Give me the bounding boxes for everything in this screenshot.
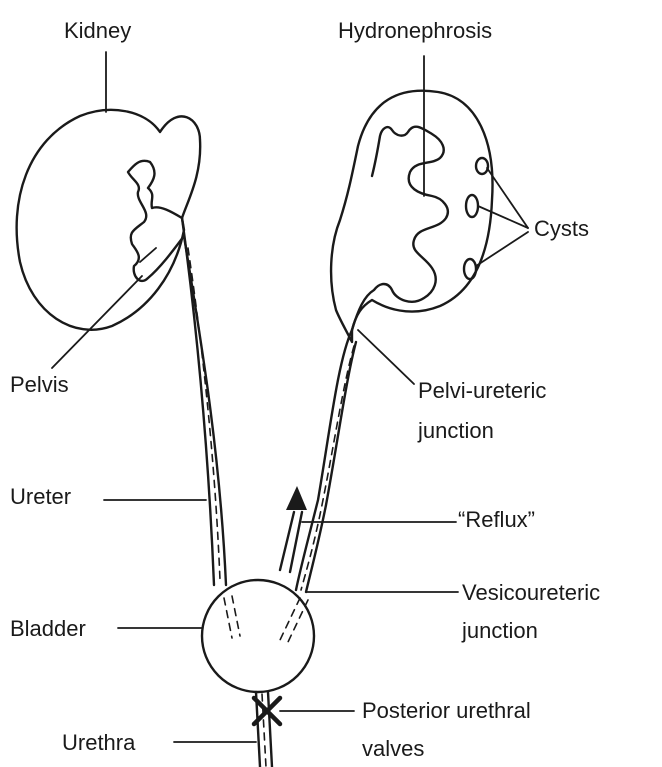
bladder-left-intramural-b — [232, 596, 240, 636]
urethra-right-wall — [268, 692, 272, 767]
label-cysts: Cysts — [534, 216, 589, 241]
label-pelvis: Pelvis — [10, 372, 69, 397]
cyst-middle — [466, 195, 478, 217]
right-ureter-lumen — [301, 346, 354, 590]
bladder-right-intramural-b — [288, 600, 308, 642]
label-puv-line2: valves — [362, 736, 424, 761]
left-kidney — [17, 110, 201, 330]
bladder-right-intramural-a — [280, 598, 300, 640]
left-pelvis-cleft — [140, 248, 156, 262]
bladder — [202, 580, 314, 692]
label-ureter: Ureter — [10, 484, 71, 509]
label-kidney: Kidney — [64, 18, 131, 43]
label-pui-line1: Pelvi-ureteric — [418, 378, 546, 403]
right-ureter-outer — [296, 330, 352, 590]
label-vuj-line1: Vesicoureteric — [462, 580, 600, 605]
pui-leader — [358, 330, 414, 384]
pelvis-leader — [52, 276, 142, 368]
label-pui-line2: junction — [417, 418, 494, 443]
dilated-renal-pelvis — [352, 127, 448, 330]
cyst-upper — [476, 158, 488, 174]
label-reflux: “Reflux” — [458, 507, 535, 532]
cyst-lower — [464, 259, 476, 279]
reflux-arrow-head — [286, 486, 307, 510]
label-bladder: Bladder — [10, 616, 86, 641]
right-ureter-inner — [306, 342, 356, 592]
left-renal-pelvis — [128, 161, 184, 281]
label-hydronephrosis: Hydronephrosis — [338, 18, 492, 43]
label-vuj-line2: junction — [461, 618, 538, 643]
label-puv-line1: Posterior urethral — [362, 698, 531, 723]
bladder-left-intramural-a — [224, 598, 232, 638]
label-urethra: Urethra — [62, 730, 136, 755]
